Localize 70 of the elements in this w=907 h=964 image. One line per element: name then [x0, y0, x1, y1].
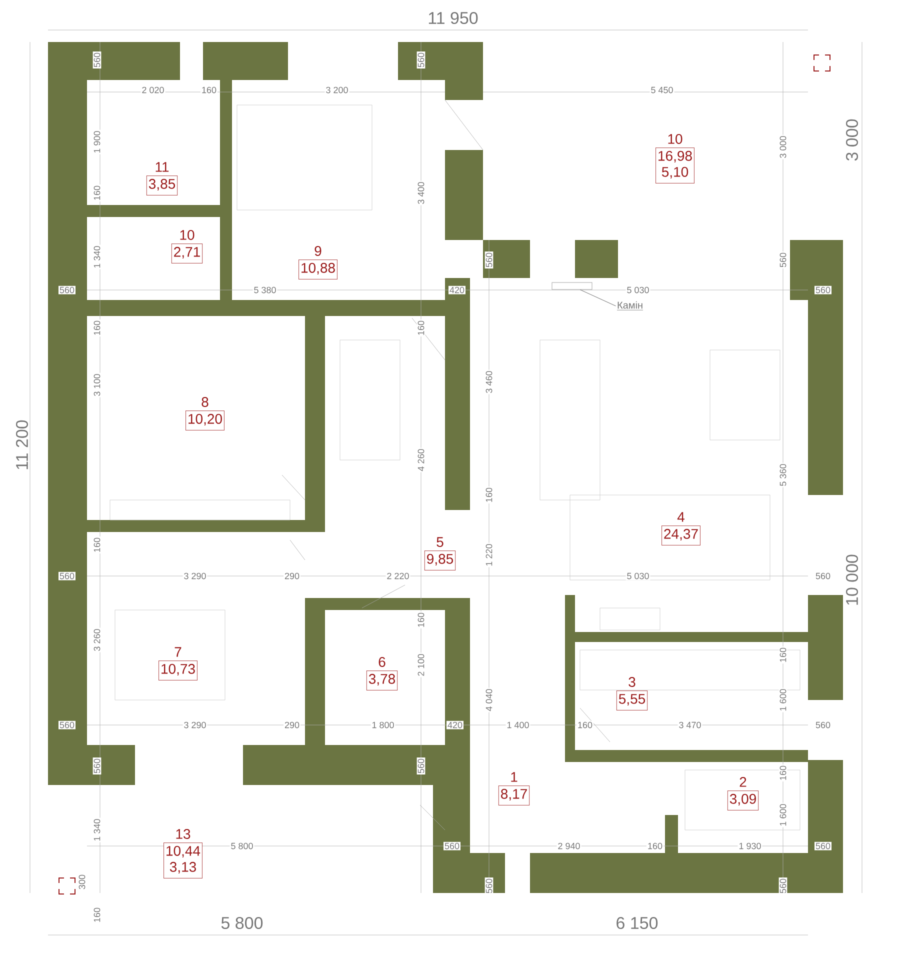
dimension-label: 1 900 [92, 130, 102, 154]
dimension-label: 290 [284, 720, 300, 730]
dimension-label: 3 470 [678, 720, 702, 730]
dimension-label: 5 800 [220, 916, 264, 930]
dimension-label: 11 950 [426, 11, 480, 26]
dimension-label: 3 000 [844, 118, 860, 162]
room-label: 8 10,20 [185, 397, 225, 430]
dimension-label: 5 360 [778, 462, 788, 488]
room-label: 11 3,85 [146, 162, 178, 196]
dimension-label: 4 260 [416, 448, 426, 472]
dimension-label: 160 [92, 536, 102, 554]
dimension-label: 160 [646, 842, 664, 850]
dimension-label: 3 200 [324, 86, 350, 94]
dimension-label: 560 [778, 252, 788, 269]
dimension-label: 1 600 [778, 688, 788, 712]
room-label: 4 24,37 [661, 512, 701, 546]
dimension-label: 290 [284, 572, 300, 580]
dimension-label: 11 200 [14, 418, 30, 472]
dimension-label: 1 600 [778, 802, 788, 828]
dimension-label: 560 [814, 572, 832, 580]
dimension-label: 560 [814, 720, 832, 730]
dimension-label: 5 450 [650, 86, 674, 94]
annotation-text: Камін [616, 301, 644, 310]
room-label: 10 16,98 5,10 [655, 134, 695, 184]
dimension-label: 6 150 [614, 916, 660, 930]
dimension-label: 1 340 [92, 244, 102, 270]
dimension-label: 3 460 [484, 370, 494, 394]
dimension-label: 160 [416, 320, 426, 337]
dimension-label: 5 380 [252, 286, 278, 294]
room-label: 13 10,44 3,13 [163, 829, 203, 878]
dimension-label: 160 [484, 486, 494, 504]
room-label: 10 2,71 [171, 230, 203, 264]
dimension-label: 160 [778, 764, 788, 782]
room-label: 3 5,55 [616, 677, 648, 710]
dimension-label: 1 400 [506, 720, 530, 730]
room-label: 2 3,09 [727, 777, 759, 810]
dimension-label: 3 290 [182, 572, 208, 580]
dimension-label: 10 000 [844, 553, 860, 607]
leader-line [580, 290, 616, 306]
dimension-label: 160 [576, 720, 594, 730]
dimension-label: 160 [200, 86, 218, 94]
room-label: 5 9,85 [424, 537, 456, 570]
room-label: 6 3,78 [366, 657, 398, 690]
dimension-label: 2 220 [386, 572, 410, 580]
dimension-label: 3 290 [182, 720, 208, 730]
dimension-label: 5 030 [626, 572, 650, 580]
dimension-label: 160 [778, 646, 788, 664]
dimension-label: 3 400 [416, 180, 426, 206]
room-label: 1 8,17 [498, 772, 530, 806]
dimension-label: 160 [92, 184, 102, 202]
dimension-label: 2 020 [140, 86, 166, 94]
dimension-label: 5 030 [626, 286, 650, 294]
dimension-label: 300 [78, 874, 86, 891]
dimension-label: 5 800 [230, 842, 254, 850]
dimension-label: 4 040 [484, 688, 494, 712]
room-label: 7 10,73 [158, 647, 198, 680]
dimension-label: 2 940 [556, 842, 582, 850]
dimension-label: 1 800 [370, 720, 396, 730]
dimension-label: 1 930 [738, 842, 762, 850]
dimension-label: 160 [416, 612, 426, 629]
dimension-label: 3 000 [778, 134, 788, 160]
dimension-label: 1 340 [92, 818, 102, 842]
dimension-label: 1 220 [484, 542, 494, 568]
dimension-label: 3 100 [92, 372, 102, 398]
fireplace-outline [552, 282, 592, 290]
dimension-label: 160 [92, 320, 102, 337]
dimension-label: 2 100 [416, 652, 426, 678]
room-label: 9 10,88 [298, 246, 338, 280]
dimension-label: 160 [92, 906, 102, 924]
dimension-label: 3 260 [92, 628, 102, 652]
